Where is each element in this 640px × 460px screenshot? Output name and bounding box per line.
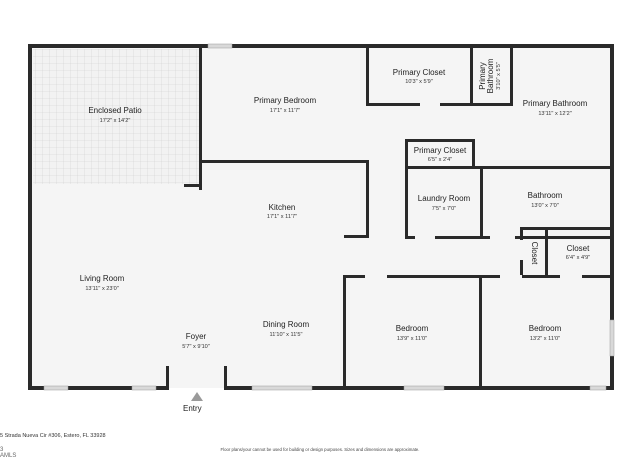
kitchen-wall-right [366,160,369,238]
door-gap [520,240,523,260]
kitchen-wall-stub [344,235,369,238]
door-gap [420,103,440,106]
bedroom-1-wall-left [343,275,346,390]
room-name: Laundry Room [418,194,471,203]
room-bathroom: Bathroom 13'0" x 7'0" [528,191,563,209]
exterior-wall-top [28,44,614,48]
room-name: Primary Closet [414,146,467,155]
room-primary-bedroom: Primary Bedroom 17'1" x 11'7" [254,96,317,114]
room-name: Primary Bathroom [523,99,588,108]
room-enclosed-patio: Enclosed Patio 17'2" x 14'2" [88,106,142,124]
primary-closet-2-wall-top [405,139,475,142]
room-name: Bedroom [396,324,429,333]
room-living: Living Room 13'11" x 23'0" [80,274,125,292]
room-dimensions: 13'0" x 7'0" [531,203,559,209]
room-name: Primary [478,62,487,90]
room-name: Bathroom [528,191,563,200]
patio-wall-right [199,46,202,190]
room-name: Primary Closet [393,68,446,77]
room-name: Closet [530,242,539,265]
window [207,43,233,49]
room-dimensions: 10'3" x 5'9" [405,79,433,85]
room-dining: Dining Room 11'10" x 11'5" [263,320,310,338]
primary-closet-2-wall-right [472,139,475,167]
exterior-wall-left [28,44,32,390]
door-gap [560,275,582,278]
room-dimensions: 5'7" x 9'10" [182,344,210,350]
primary-closet-wall-left [366,46,369,106]
room-name: Closet [567,244,590,253]
room-name: Living Room [80,274,125,283]
laundry-bath-wall [480,166,483,239]
room-dimensions: 6'4" x 4'9" [566,255,590,261]
door-gap [500,275,522,278]
room-primary-closet: Primary Closet 10'3" x 5'9" [393,68,446,85]
door-gap [415,236,435,239]
room-dimensions: 11'10" x 11'5" [270,332,303,338]
window [251,385,313,391]
foyer-wall-left [166,366,169,390]
window [403,385,445,391]
room-dimensions: 17'2" x 14'2" [100,118,131,124]
room-dimensions: 6'5" x 2'4" [428,157,452,163]
laundry-wall-top [405,166,612,169]
room-primary-bathroom: Primary Bathroom 13'11" x 12'2" [523,99,588,117]
window [609,319,615,357]
room-name: Bedroom [529,324,562,333]
room-kitchen: Kitchen 17'1" x 11'7" [267,203,297,220]
bedrooms-wall-top [343,275,612,278]
listing-address: 5 Strada Nueva Cir #306, Estero, FL 3392… [0,433,106,439]
laundry-wall-bottom [405,236,483,239]
room-bedroom-2: Bedroom 13'2" x 11'0" [529,324,562,342]
room-closet-small: Closet [530,242,539,265]
disclaimer: Floor plans/your cannot be used for buil… [220,447,420,452]
bedroom-kitchen-wall [199,160,369,163]
room-name: Dining Room [263,320,310,329]
room-name: Enclosed Patio [88,106,142,115]
room-dimensions: 17'1" x 11'7" [270,108,300,114]
bedrooms-divider [479,275,482,390]
primary-closet-wall-right [470,46,473,106]
room-dimensions: 3'10" x 5'5" [496,62,502,90]
foyer-wall-right [224,366,227,390]
room-name: Primary Bedroom [254,96,317,105]
room-primary-bathroom-small: Primary Bathroom 3'10" x 5'5" [478,58,502,93]
patio-wall-bottom [184,184,202,187]
room-primary-closet-2: Primary Closet 6'5" x 2'4" [414,146,467,163]
room-dimensions: 13'11" x 12'2" [538,111,571,117]
closet-divider [545,227,548,278]
room-name: Foyer [186,332,207,341]
exterior-wall-bottom-left [28,386,168,390]
primary-closet-wall-bottom [366,103,470,106]
closet-wall-top [520,227,612,230]
room-closet: Closet 6'4" x 4'9" [566,244,590,261]
entry-arrow-icon [191,392,203,401]
primary-bath-small-wall-bottom [470,103,513,106]
room-dimensions: 13'2" x 11'0" [530,336,560,342]
primary-closet-2-wall-left [405,139,408,167]
door-gap [365,275,387,278]
room-dimensions: 17'1" x 11'7" [267,214,297,220]
window [131,385,157,391]
room-dimensions: 13'9" x 11'0" [397,336,427,342]
room-foyer: Foyer 5'7" x 9'10" [182,332,210,350]
room-name: Kitchen [269,203,296,212]
enclosed-patio-floor [33,49,199,184]
room-bedroom-1: Bedroom 13'9" x 11'0" [396,324,429,342]
laundry-wall-left [405,166,408,239]
room-dimensions: 7'5" x 7'0" [432,206,456,212]
mls-logo: 3 AMLS [0,447,17,459]
room-dimensions: 13'11" x 23'0" [85,286,118,292]
entry-label: Entry [183,404,202,413]
exterior-wall-right [610,44,614,390]
window [589,385,607,391]
primary-bath-small-wall-right [510,46,513,106]
room-laundry: Laundry Room 7'5" x 7'0" [418,194,471,212]
door-gap [490,236,515,239]
room-name: Bathroom [486,58,495,93]
door-gap [375,160,405,163]
window [43,385,69,391]
